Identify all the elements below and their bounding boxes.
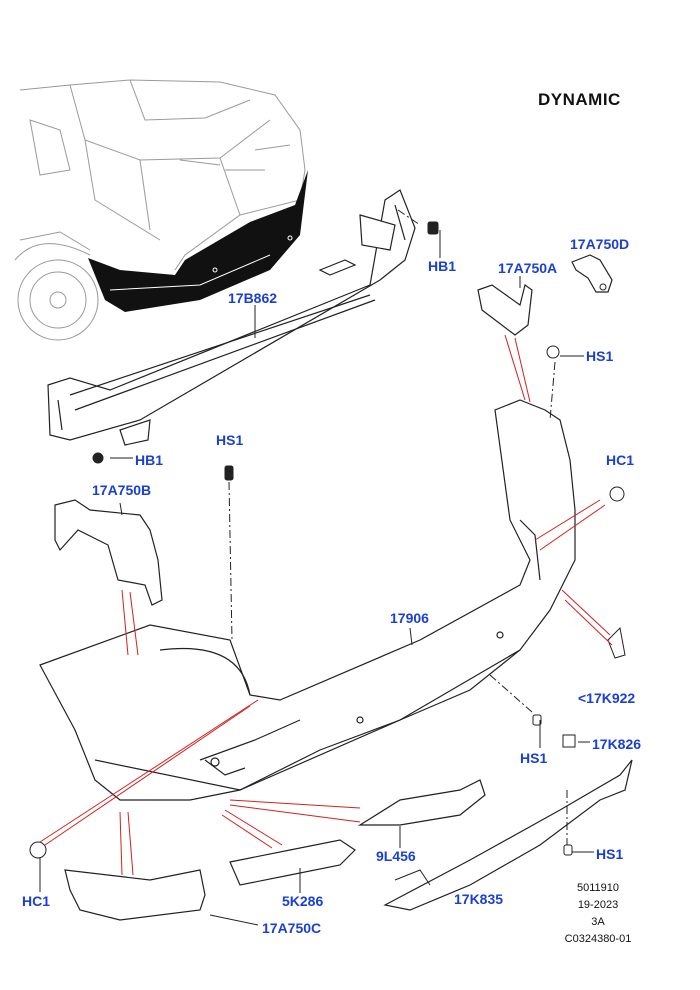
callout-hc1-left: HC1 [22, 893, 51, 909]
fasteners [29, 221, 626, 859]
callout-hs1-right: HS1 [586, 348, 614, 364]
callout-17k835: 17K835 [454, 891, 504, 907]
callout-17k922: <17K922 [578, 690, 636, 706]
bracket-17a750b [54, 499, 163, 606]
callout-17b862: 17B862 [228, 290, 278, 306]
callout-hb1-top: HB1 [428, 258, 457, 274]
rear-reinforcement-beam [47, 189, 416, 446]
callout-17a750c: 17A750C [262, 920, 322, 936]
assembly-center-lines [228, 209, 568, 845]
callout-hs1-bottom-right: HS1 [596, 846, 624, 862]
callout-hb1-left: HB1 [135, 452, 164, 468]
callout-hc1-right: HC1 [606, 452, 635, 468]
callout-hs1-mid: HS1 [216, 432, 244, 448]
bracket-17a750a [477, 283, 533, 336]
callout-17a750a: 17A750A [498, 260, 558, 276]
lower-valance [383, 759, 633, 911]
callout-5k286: 5K286 [282, 893, 324, 909]
callout-leader-lines [39, 230, 594, 926]
callout-17k826: 17K826 [592, 736, 642, 752]
trim-9l456 [357, 779, 486, 826]
rear-bumper-highlight [88, 170, 308, 312]
callout-17a750d: 17A750D [570, 236, 630, 252]
bracket-17a750d [571, 254, 613, 293]
callout-17a750b: 17A750B [92, 482, 152, 498]
bumper-cover [39, 399, 576, 801]
reference-revision: 3A [591, 916, 605, 928]
callout-17906: 17906 [390, 610, 429, 626]
callout-9l456: 9L456 [376, 848, 416, 864]
reference-code: C0324380-01 [564, 933, 632, 945]
callout-hs1-low: HS1 [520, 750, 548, 766]
vehicle-rear-view [14, 79, 306, 341]
bracket-17a750c [64, 869, 206, 921]
reference-number: 5011910 [576, 882, 619, 894]
reference-year: 19-2023 [577, 899, 619, 911]
red-leader-lines [39, 334, 613, 876]
variant-title: DYNAMIC [538, 90, 621, 109]
trim-5k286 [229, 839, 356, 886]
